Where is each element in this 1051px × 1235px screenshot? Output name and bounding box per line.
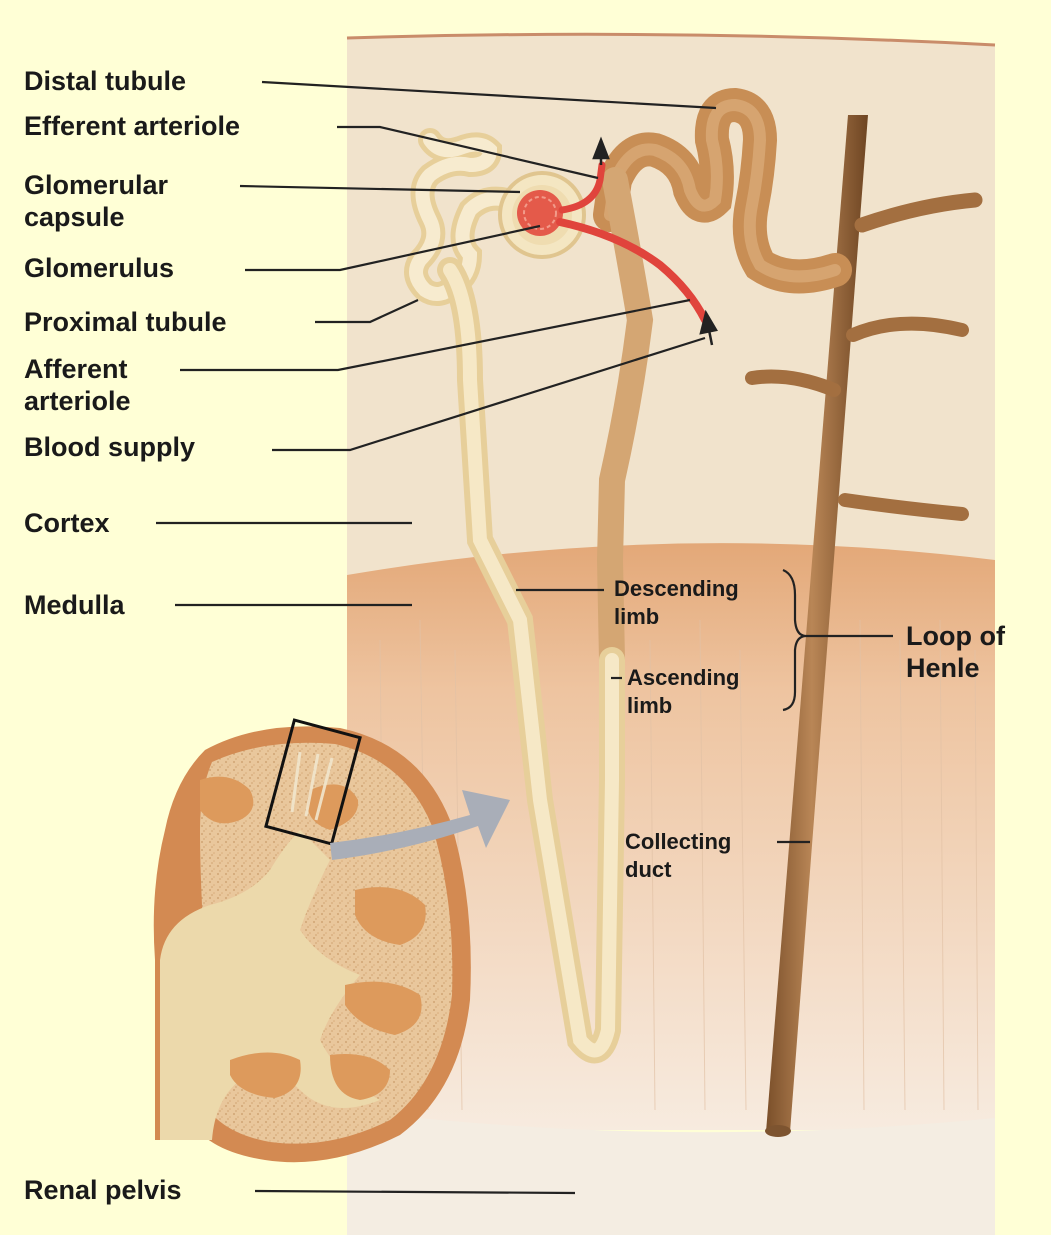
- label-renal-pelvis: Renal pelvis: [24, 1175, 182, 1205]
- label-afferent-arteriole-line1: Afferent: [24, 354, 128, 384]
- label-glomerular-capsule-line1: Glomerular: [24, 170, 169, 200]
- label-loop-of-henle-line1: Loop of: [906, 621, 1006, 651]
- label-distal-tubule: Distal tubule: [24, 66, 186, 96]
- label-descending-limb-line2: limb: [614, 604, 659, 629]
- label-ascending-limb-line2: limb: [627, 693, 672, 718]
- label-afferent-arteriole-line2: arteriole: [24, 386, 131, 416]
- label-collecting-duct-line2: duct: [625, 857, 672, 882]
- label-medulla: Medulla: [24, 590, 125, 620]
- label-loop-of-henle-line2: Henle: [906, 653, 980, 683]
- label-proximal-tubule: Proximal tubule: [24, 307, 227, 337]
- label-glomerulus: Glomerulus: [24, 253, 174, 283]
- label-cortex: Cortex: [24, 508, 110, 538]
- label-efferent-arteriole: Efferent arteriole: [24, 111, 240, 141]
- label-glomerular-capsule-line2: capsule: [24, 202, 125, 232]
- label-ascending-limb-line1: Ascending: [627, 665, 739, 690]
- collecting-duct-end: [765, 1125, 791, 1137]
- label-descending-limb-line1: Descending: [614, 576, 739, 601]
- label-collecting-duct-line1: Collecting: [625, 829, 731, 854]
- label-blood-supply: Blood supply: [24, 432, 195, 462]
